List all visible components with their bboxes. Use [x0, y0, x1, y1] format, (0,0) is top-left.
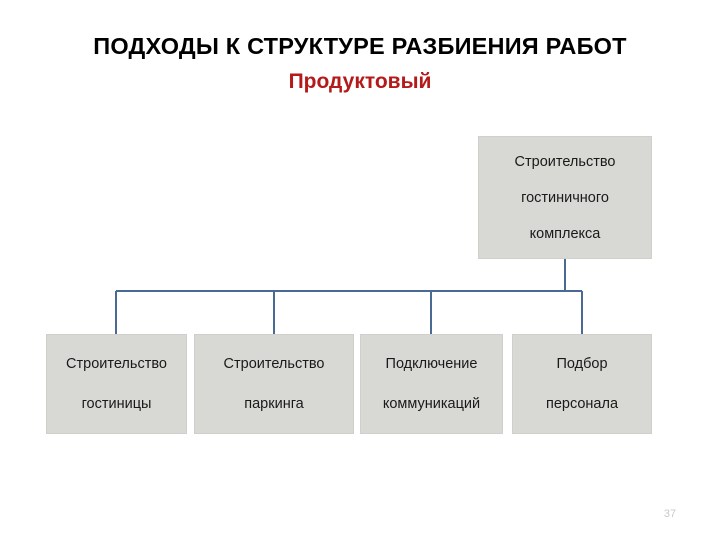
node-child-2-line-2: коммуникаций	[382, 396, 481, 412]
node-root[interactable]: Строительство гостиничного комплекса	[478, 136, 652, 259]
node-child-construction-parking[interactable]: Строительство паркинга	[194, 334, 354, 434]
node-child-staff-recruitment[interactable]: Подбор персонала	[512, 334, 652, 434]
node-child-1-line-2: паркинга	[244, 396, 304, 412]
node-child-utilities-connection[interactable]: Подключение коммуникаций	[360, 334, 503, 434]
page-subtitle: Продуктовый	[288, 70, 432, 93]
page-title: ПОДХОДЫ К СТРУКТУРЕ РАЗБИЕНИЯ РАБОТ	[93, 33, 627, 59]
node-root-line-2: гостиничного	[521, 189, 609, 206]
node-child-3-line-1: Подбор	[556, 356, 608, 372]
node-child-1-line-1: Строительство	[223, 356, 325, 372]
node-child-3-line-2: персонала	[545, 396, 619, 412]
node-child-0-line-1: Строительство	[66, 356, 167, 372]
page-number: 37	[663, 508, 677, 520]
node-child-0-line-2: гостиницы	[81, 396, 152, 412]
node-child-construction-hotel[interactable]: Строительство гостиницы	[46, 334, 187, 434]
node-root-line-1: Строительство	[514, 153, 616, 170]
node-child-2-line-1: Подключение	[385, 356, 478, 372]
node-root-line-3: комплекса	[529, 225, 601, 242]
